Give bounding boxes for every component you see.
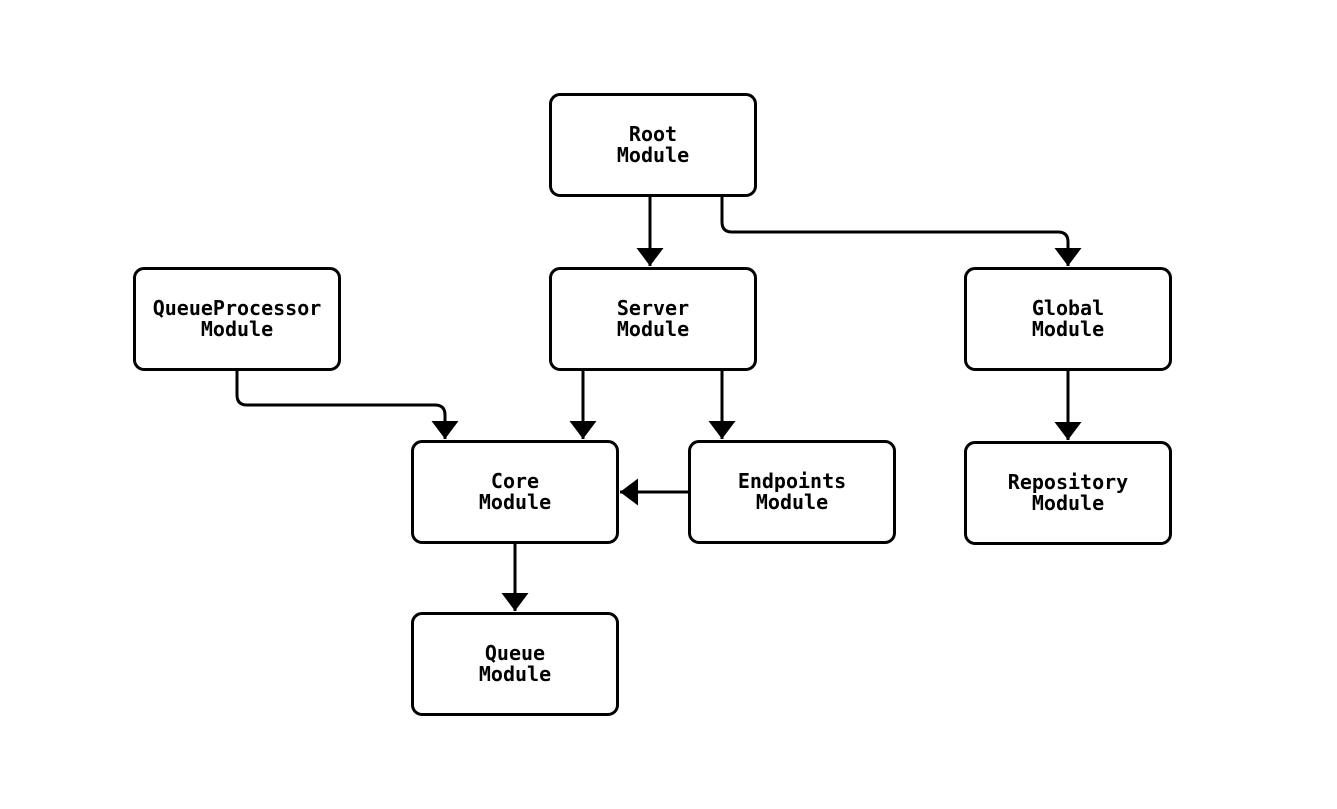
node-repository-module: Repository Module: [964, 441, 1172, 545]
node-queue-module: Queue Module: [411, 612, 619, 716]
node-core-module: Core Module: [411, 440, 619, 544]
node-global-module: Global Module: [964, 267, 1172, 371]
edge-root-to-global: [720, 197, 1082, 266]
edge-queueprocessor-to-core: [235, 371, 459, 439]
node-root-module: Root Module: [549, 93, 757, 197]
node-queueprocessor-module: QueueProcessor Module: [133, 267, 341, 371]
node-server-module: Server Module: [549, 267, 757, 371]
node-endpoints-module: Endpoints Module: [688, 440, 896, 544]
